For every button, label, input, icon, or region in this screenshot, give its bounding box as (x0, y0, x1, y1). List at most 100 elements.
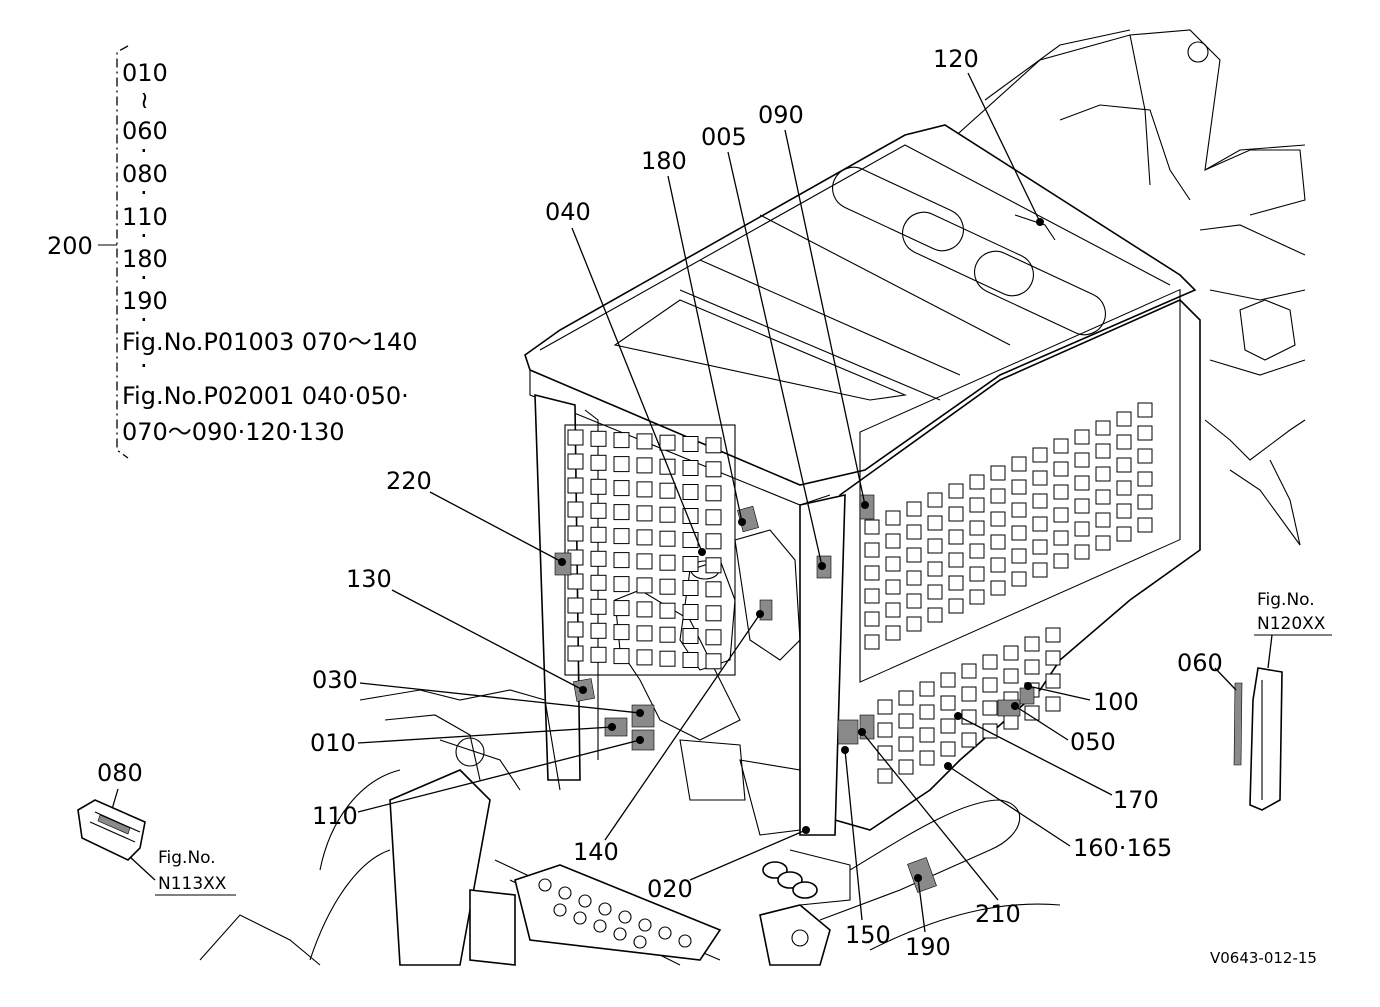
mesh-cell (659, 530, 676, 547)
inset-n120xx: Fig.No. N120XX 060 (1177, 590, 1332, 811)
mesh-cell (1003, 668, 1019, 684)
mesh-cell (1032, 562, 1048, 578)
mesh-cell (1074, 429, 1090, 445)
mesh-cell (1137, 402, 1153, 418)
legend-line: 180 (122, 245, 168, 273)
mesh-cell (1024, 636, 1040, 652)
mesh-cell (969, 474, 985, 490)
mesh-cell (969, 520, 985, 536)
mesh-cell (898, 759, 914, 775)
mesh-cell (877, 768, 893, 784)
mesh-cell (567, 429, 584, 446)
callout-label: 120 (933, 45, 979, 73)
mesh-cell (567, 525, 584, 542)
legend-line: 070～090·120·130 (122, 418, 345, 446)
mesh-cell (682, 460, 699, 476)
mesh-cell (982, 723, 998, 739)
mesh-cell (682, 532, 699, 548)
legend-line: 190 (122, 287, 168, 315)
mesh-cell (906, 501, 922, 517)
mesh-cell (636, 505, 653, 522)
mesh-cell (636, 577, 653, 594)
mesh-cell (990, 557, 1006, 573)
mesh-cell (1011, 456, 1027, 472)
mesh-cell (682, 484, 699, 500)
mesh-cell (990, 580, 1006, 596)
mesh-cell (927, 607, 943, 623)
callout-label: 040 (545, 198, 591, 226)
mesh-cell (613, 480, 630, 497)
mesh-cell (948, 575, 964, 591)
mesh-cell (567, 573, 584, 590)
mesh-cell (864, 611, 880, 627)
mesh-cell (613, 528, 630, 545)
mesh-cell (1137, 471, 1153, 487)
legend-line: · (140, 264, 148, 292)
legend-line: Fig.No.P01003 070～140 (122, 328, 418, 356)
legend-line: 060 (122, 117, 168, 145)
mesh-cell (590, 550, 607, 567)
mesh-cell (659, 434, 676, 451)
mesh-cell (948, 598, 964, 614)
mesh-cell (898, 736, 914, 752)
callout-label: 160·165 (1073, 834, 1172, 862)
mesh-cell (1053, 484, 1069, 500)
mesh-cell (613, 648, 630, 665)
mesh-cell (1116, 411, 1132, 427)
legend-block: 200 010 ≀ 060 · 080 · 110 · 180 · 190 · … (47, 45, 418, 459)
mesh-cell (969, 543, 985, 559)
mesh-cell (919, 681, 935, 697)
mesh-cell (1011, 502, 1027, 518)
mesh-cell (877, 699, 893, 715)
legend-line: 110 (122, 203, 168, 231)
mesh-cell (927, 538, 943, 554)
mesh-cell (567, 453, 584, 470)
mesh-cell (969, 589, 985, 605)
drawing-code: V0643-012-15 (1210, 949, 1317, 967)
mesh-cell (990, 534, 1006, 550)
callout-label: 210 (975, 900, 1021, 928)
mesh-cell (636, 457, 653, 474)
mesh-cell (877, 722, 893, 738)
mesh-cell (682, 652, 699, 668)
mesh-cell (1032, 493, 1048, 509)
left-screen-mesh (567, 429, 722, 670)
legend-line: Fig.No.P02001 040·050· (122, 382, 409, 410)
legend-line: · (140, 137, 148, 165)
mesh-cell (613, 456, 630, 473)
inset-fig-number: N120XX (1257, 614, 1326, 634)
mesh-cell (906, 570, 922, 586)
mesh-cell (1032, 447, 1048, 463)
inset-callout: 060 (1177, 649, 1223, 677)
mesh-cell (864, 565, 880, 581)
mesh-cell (1116, 434, 1132, 450)
mesh-cell (961, 686, 977, 702)
mesh-cell (1032, 539, 1048, 555)
mesh-cell (705, 485, 722, 502)
mesh-cell (1003, 714, 1019, 730)
callout-label: 100 (1093, 688, 1139, 716)
mesh-cell (898, 713, 914, 729)
mesh-cell (590, 430, 607, 447)
mesh-cell (705, 581, 722, 598)
mesh-cell (1053, 553, 1069, 569)
callout-label: 090 (758, 101, 804, 129)
mesh-cell (877, 745, 893, 761)
callout-label: 020 (647, 875, 693, 903)
legend-line: · (140, 352, 148, 380)
mesh-cell (636, 433, 653, 450)
mesh-cell (1045, 696, 1061, 712)
mesh-cell (948, 483, 964, 499)
mesh-cell (590, 454, 607, 471)
mesh-cell (906, 547, 922, 563)
mesh-cell (1045, 673, 1061, 689)
mesh-cell (636, 625, 653, 642)
mesh-cell (1137, 425, 1153, 441)
mesh-cell (982, 677, 998, 693)
mesh-cell (636, 529, 653, 546)
mesh-cell (927, 492, 943, 508)
mesh-cell (990, 465, 1006, 481)
mesh-cell (659, 602, 676, 619)
mesh-cell (906, 616, 922, 632)
